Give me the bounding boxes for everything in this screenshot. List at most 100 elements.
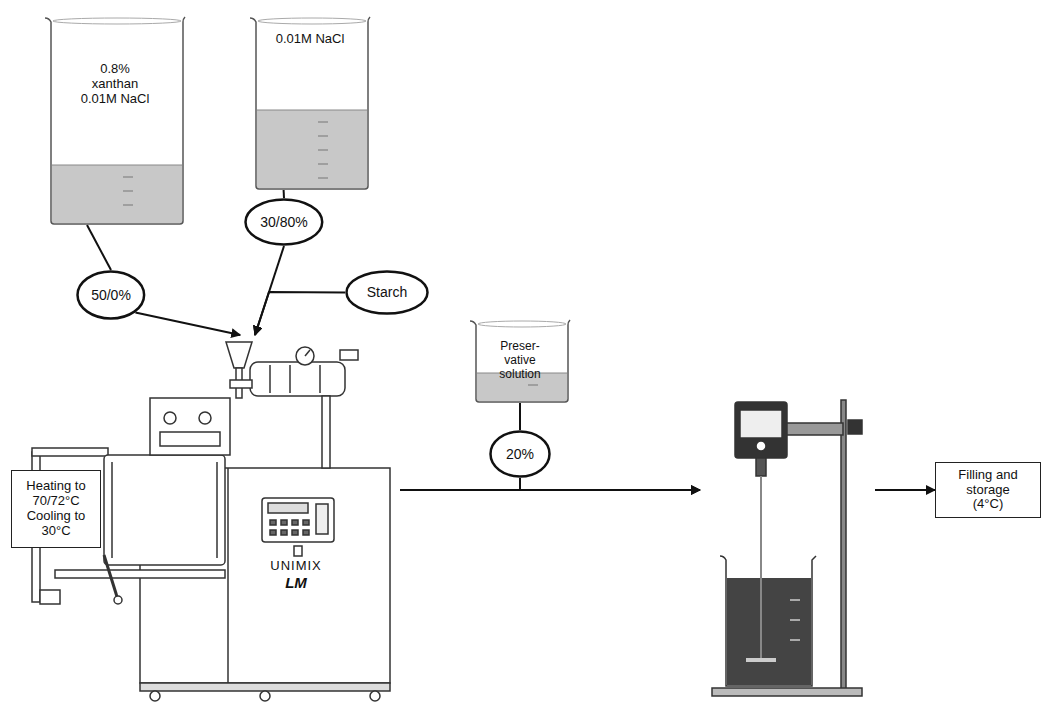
mixer-machine-part	[226, 342, 252, 368]
beaker-outline	[45, 15, 185, 225]
overhead-stirrer-part	[735, 402, 787, 458]
overhead-stirrer	[712, 400, 862, 696]
overhead-stirrer-part	[841, 400, 846, 690]
graduation-mark	[123, 205, 133, 206]
beaker-outline	[45, 17, 185, 224]
ellipse-outline	[491, 432, 550, 477]
node-label: 0.8% xanthan 0.01M NaCl	[78, 62, 152, 107]
node-label: UNIMIX	[270, 559, 322, 574]
mixer-machine-part	[316, 504, 328, 534]
flow-arrow	[520, 478, 700, 490]
overhead-stirrer-part	[790, 639, 800, 641]
ellipse-outline	[78, 272, 145, 319]
node-label: 30/80%	[260, 214, 307, 230]
node-label: LM	[285, 574, 307, 591]
graduation-mark	[318, 122, 328, 123]
liquid-surface	[257, 110, 367, 111]
beaker-rim	[53, 18, 181, 24]
mixer-machine-part	[104, 455, 225, 565]
overhead-stirrer-part	[746, 658, 776, 662]
graduation-mark	[318, 150, 328, 151]
mixer-machine-part	[262, 498, 334, 542]
flow-arrow	[283, 190, 285, 198]
mixer-machine-part	[292, 520, 298, 525]
overhead-stirrer-part	[712, 688, 862, 696]
mixer-machine-part	[40, 590, 60, 604]
beaker: 0.01M NaCl	[250, 15, 370, 190]
overhead-stirrer-part	[756, 441, 766, 451]
flow-arrow	[875, 489, 935, 491]
ratio-ellipse: 30/80%	[244, 198, 324, 246]
graduation-mark	[528, 385, 538, 386]
mixer-machine-part	[216, 462, 218, 558]
beaker: Preser- vative solution	[470, 318, 570, 403]
stirrer-node	[700, 398, 875, 698]
mixer-machine-part	[104, 555, 118, 600]
mixer-machine-part	[160, 432, 220, 446]
mixer-machine-part	[294, 546, 302, 556]
overhead-stirrer-part	[720, 556, 816, 686]
ratio-ellipse: 50/0%	[76, 270, 146, 320]
node-label: Starch	[367, 284, 407, 300]
overhead-stirrer-part	[785, 423, 843, 435]
node-label: Preser- vative solution	[494, 340, 546, 381]
flow-arrow	[519, 403, 521, 430]
flow-arrow	[255, 292, 345, 335]
overhead-stirrer-part	[727, 578, 811, 685]
mixer-machine-part	[322, 396, 330, 468]
overhead-stirrer-part	[760, 476, 762, 660]
ratio-ellipse: 20%	[489, 430, 551, 478]
mixer-machine-part	[292, 530, 298, 535]
mixer-machine-node: UNIMIXLM	[30, 335, 400, 700]
mixer-machine-part	[270, 520, 276, 525]
mixer-machine-part	[260, 691, 270, 701]
overhead-stirrer-part	[740, 410, 782, 438]
mixer-machine-part	[268, 503, 308, 513]
mixer-machine-part	[230, 380, 252, 388]
mixer-machine-part	[150, 398, 230, 455]
graduation-mark	[318, 164, 328, 165]
beaker: 0.8% xanthan 0.01M NaCl	[45, 15, 185, 225]
graduation-mark	[123, 191, 133, 192]
overhead-stirrer-part	[848, 420, 862, 434]
mixer-machine-part	[150, 691, 160, 701]
mixer-machine-part	[289, 365, 291, 393]
mixer-machine-part	[340, 350, 358, 360]
mixer-machine-part	[281, 520, 287, 525]
beaker-rim	[258, 18, 366, 24]
mixer-machine-part	[269, 365, 271, 393]
process-box: Filling and storage (4°C)	[935, 462, 1041, 519]
overhead-stirrer-part	[790, 619, 800, 621]
graduation-mark	[123, 177, 133, 178]
node-label: 50/0%	[91, 287, 131, 303]
mixer-machine-part	[55, 570, 225, 578]
mixer-machine-part	[114, 596, 122, 604]
graduation-mark	[318, 178, 328, 179]
ingredient-ellipse: Starch	[345, 270, 429, 315]
process-box: Heating to 70/72°C Cooling to 30°C	[11, 470, 101, 548]
flow-arrow	[87, 225, 111, 270]
mixer-machine-part	[319, 365, 321, 393]
mixer-machine-part	[199, 412, 211, 424]
node-label: Heating to 70/72°C Cooling to 30°C	[18, 479, 94, 539]
liquid	[52, 165, 182, 223]
node-label: 20%	[506, 446, 534, 462]
liquid	[257, 110, 367, 188]
mixer-machine-part	[303, 520, 309, 525]
ellipse-outline	[246, 200, 323, 245]
overhead-stirrer-part	[790, 599, 800, 601]
beaker-rim	[478, 321, 566, 327]
mixer-machine-part	[305, 350, 310, 356]
mixer-machine-part	[164, 412, 176, 424]
beaker-outline	[250, 17, 370, 189]
mixer-machine-part	[111, 462, 113, 558]
mixer-machine-part	[281, 530, 287, 535]
mixer-machine-part	[370, 691, 380, 701]
flow-arrow	[135, 313, 240, 336]
ellipse-outline	[347, 272, 428, 314]
graduation-mark	[318, 136, 328, 137]
mixer-machine-part	[250, 362, 345, 396]
mixer-machine-part	[270, 530, 276, 535]
mixer-machine-part	[140, 683, 390, 691]
